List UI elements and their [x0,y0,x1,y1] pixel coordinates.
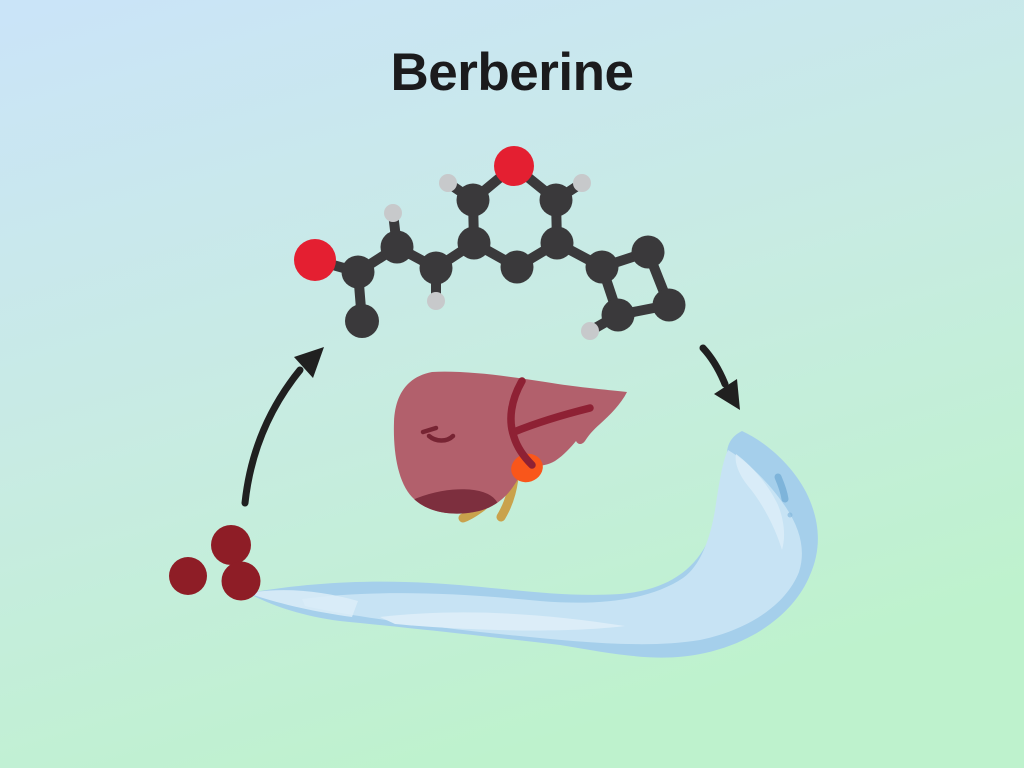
hydrogen-atom [427,292,445,310]
liver-body [393,371,627,514]
arrow-shaft [241,366,304,507]
carbon-atom [419,251,453,285]
carbon-atom [457,226,491,260]
molecule-icon [294,146,686,340]
arrow-down-right-icon [699,344,740,410]
page-title: Berberine [390,43,634,102]
gallbladder [511,453,543,483]
vessel-main [507,377,536,469]
water-drop-dash [774,473,789,503]
liver-vessel [507,377,594,469]
carbon-atom [380,230,414,264]
water-streak-crest [735,454,785,550]
berries-icon [169,525,261,601]
carbon-atom [341,255,375,289]
arrow-head [294,347,324,378]
carbon-atom [500,250,534,284]
hydrogen-atoms [384,174,599,340]
hydrogen-atom [384,204,402,222]
hydrogen-atom [581,322,599,340]
hydrogen-atom [573,174,591,192]
water-inner-highlight [302,450,802,645]
carbon-atom [345,304,379,338]
berry [221,561,261,601]
liver-face-marks [420,425,456,443]
oxygen-atom [494,146,534,186]
vessel-branch [510,404,594,436]
water-swoosh-icon [248,431,818,658]
carbon-atoms [341,183,686,338]
berry [211,525,251,565]
carbon-atom [601,298,635,332]
arrow-shaft [699,344,729,388]
carbon-atom [585,250,619,284]
oxygen-atoms [294,146,534,281]
arrow-up-right-icon [241,347,324,507]
oxygen-atom [294,239,336,281]
carbon-atom [539,183,573,217]
carbon-atom [652,288,686,322]
liver-mark-arc [426,433,456,443]
water-drop-dot [787,512,793,518]
carbon-atom [540,226,574,260]
carbon-atom [631,235,665,269]
liver-mark-small [420,425,439,435]
arrow-head [714,379,740,410]
water-tail-fade [248,590,358,617]
hydrogen-atom [439,174,457,192]
water-streak [380,612,625,631]
berry [169,557,207,595]
carbon-atom [456,183,490,217]
